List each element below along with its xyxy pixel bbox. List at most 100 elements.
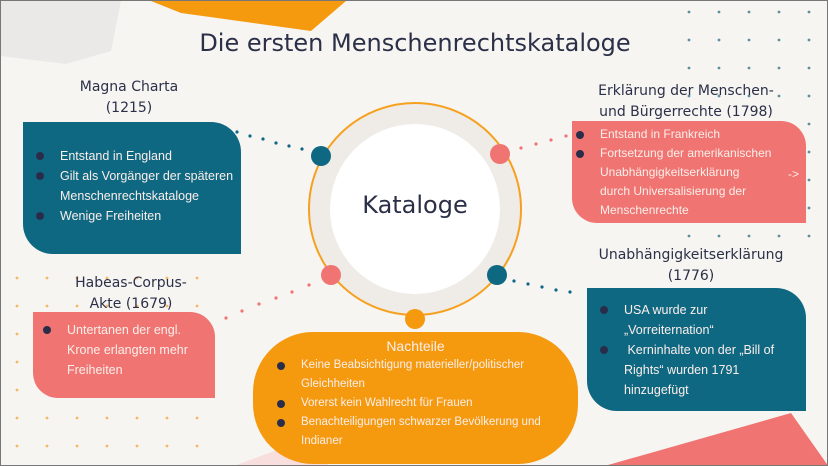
grid-dot <box>15 388 19 392</box>
grid-dot <box>807 10 811 14</box>
grid-dot <box>807 150 811 154</box>
bullet-item: durch Universalisierung der <box>600 184 747 198</box>
grid-dot <box>717 38 721 42</box>
arrow-text: -> <box>788 167 800 181</box>
bullet-item: Kerninhalte von der „Bill of <box>587 340 806 360</box>
grid-dot <box>45 444 49 448</box>
grid-dot <box>75 304 79 308</box>
bullet-item: Entstand in England <box>23 146 241 166</box>
grid-dot <box>15 416 19 420</box>
nachteile-box: Nachteile Keine Beabsichtigung materiell… <box>253 332 578 464</box>
grid-dot <box>747 10 751 14</box>
erklaerung-box: Entstand in Frankreich Fortsetzung der a… <box>572 121 806 223</box>
grid-dot <box>165 304 169 308</box>
bullet-item: Fortsetzung der amerikanischen <box>572 144 806 163</box>
grid-dot <box>807 94 811 98</box>
bullet-item: Freiheiten <box>67 363 123 377</box>
bullet-item: Vorerst kein Wahlrecht für Frauen <box>253 394 578 413</box>
grid-dot <box>687 234 691 238</box>
grid-dot <box>807 122 811 126</box>
node-unabhaengigkeit <box>487 265 507 285</box>
grid-dot <box>807 234 811 238</box>
grid-dot <box>777 38 781 42</box>
habeas-box: Untertanen der engl. Krone erlangten meh… <box>33 312 215 398</box>
unabhaengigkeit-box: USA wurde zur „Vorreiternation“ Kerninha… <box>587 288 806 411</box>
grid-dot <box>777 66 781 70</box>
grid-dot <box>15 360 19 364</box>
grid-dot <box>807 178 811 182</box>
bullet-item: Gleichheiten <box>301 378 365 390</box>
node-habeas <box>321 265 341 285</box>
heading-line: Habeas-Corpus- <box>75 275 187 291</box>
erklaerung-heading: Erklärung der Menschen- und Bürgerrechte… <box>571 81 801 123</box>
bullet-item: Benachteiligungen schwarzer Bevölkerung … <box>253 413 578 432</box>
grid-dot <box>687 94 691 98</box>
bullet-item: Gilt als Vorgänger der späteren <box>23 166 241 186</box>
bullet-item: hinzugefügt <box>624 383 689 397</box>
grid-dot <box>717 66 721 70</box>
grid-dot <box>135 276 139 280</box>
heading-line: (1776) <box>667 268 715 284</box>
pink-triangle-shape <box>608 413 827 465</box>
heading-line: Akte (1679) <box>89 296 173 312</box>
bullet-item: Unabhängigkeitserklärung <box>600 165 740 179</box>
grid-dot <box>717 10 721 14</box>
grid-dot <box>105 304 109 308</box>
grid-dot <box>45 304 49 308</box>
grid-dot <box>75 444 79 448</box>
node-nachteile <box>405 309 425 329</box>
node-magna-charta <box>311 146 331 166</box>
connector-dots <box>235 130 572 294</box>
grid-dot <box>747 66 751 70</box>
grid-dot <box>15 276 19 280</box>
grid-dot <box>195 416 199 420</box>
grid-dot <box>105 416 109 420</box>
bullet-item: „Vorreiternation“ <box>624 323 714 337</box>
grid-dot <box>135 304 139 308</box>
grid-dot <box>165 276 169 280</box>
grid-dot <box>807 38 811 42</box>
grid-dot <box>105 276 109 280</box>
node-erklaerung <box>490 144 510 164</box>
grid-dot <box>807 66 811 70</box>
grid-dot <box>777 234 781 238</box>
grid-dot <box>75 416 79 420</box>
inner-circle <box>330 124 500 294</box>
heading-line: Unabhängigkeitserklärung <box>598 247 784 263</box>
bullet-item: Wenige Freiheiten <box>23 206 241 226</box>
heading-line: und Bürgerrechte (1798) <box>599 104 773 120</box>
grid-dot <box>777 94 781 98</box>
bullet-item: Menschenrechtskataloge <box>60 189 199 203</box>
grid-dot <box>165 444 169 448</box>
grid-dot <box>135 444 139 448</box>
grid-dot <box>15 444 19 448</box>
grid-dot <box>687 38 691 42</box>
grid-dot <box>777 10 781 14</box>
grid-dot <box>717 234 721 238</box>
bullet-item: Entstand in Frankreich <box>572 125 806 144</box>
nachteile-heading: Nachteile <box>386 338 445 354</box>
bullet-item: Indianer <box>301 435 343 447</box>
grid-dot <box>45 416 49 420</box>
grid-dot <box>45 276 49 280</box>
grid-dot <box>687 10 691 14</box>
bullet-item: Untertanen der engl. <box>33 320 215 340</box>
unabhaengigkeit-heading: Unabhängigkeitserklärung (1776) <box>571 245 811 287</box>
gray-shape <box>1 1 121 64</box>
magna-charta-heading: Magna Charta (1215) <box>29 77 229 119</box>
grid-dot <box>195 276 199 280</box>
grid-dot <box>195 444 199 448</box>
grid-dot <box>135 416 139 420</box>
grid-dot <box>165 416 169 420</box>
habeas-heading: Habeas-Corpus- Akte (1679) <box>31 273 231 315</box>
page-title: Die ersten Menschenrechtskataloge <box>199 29 631 57</box>
heading-line: Magna Charta <box>79 79 179 95</box>
bullet-item: Keine Beabsichtigung materieller/politis… <box>253 356 578 375</box>
grid-dot <box>747 234 751 238</box>
grid-dot <box>195 304 199 308</box>
heading-line: (1215) <box>105 100 153 116</box>
grid-dot <box>687 66 691 70</box>
grid-dot <box>717 94 721 98</box>
heading-line: Erklärung der Menschen- <box>598 83 774 99</box>
